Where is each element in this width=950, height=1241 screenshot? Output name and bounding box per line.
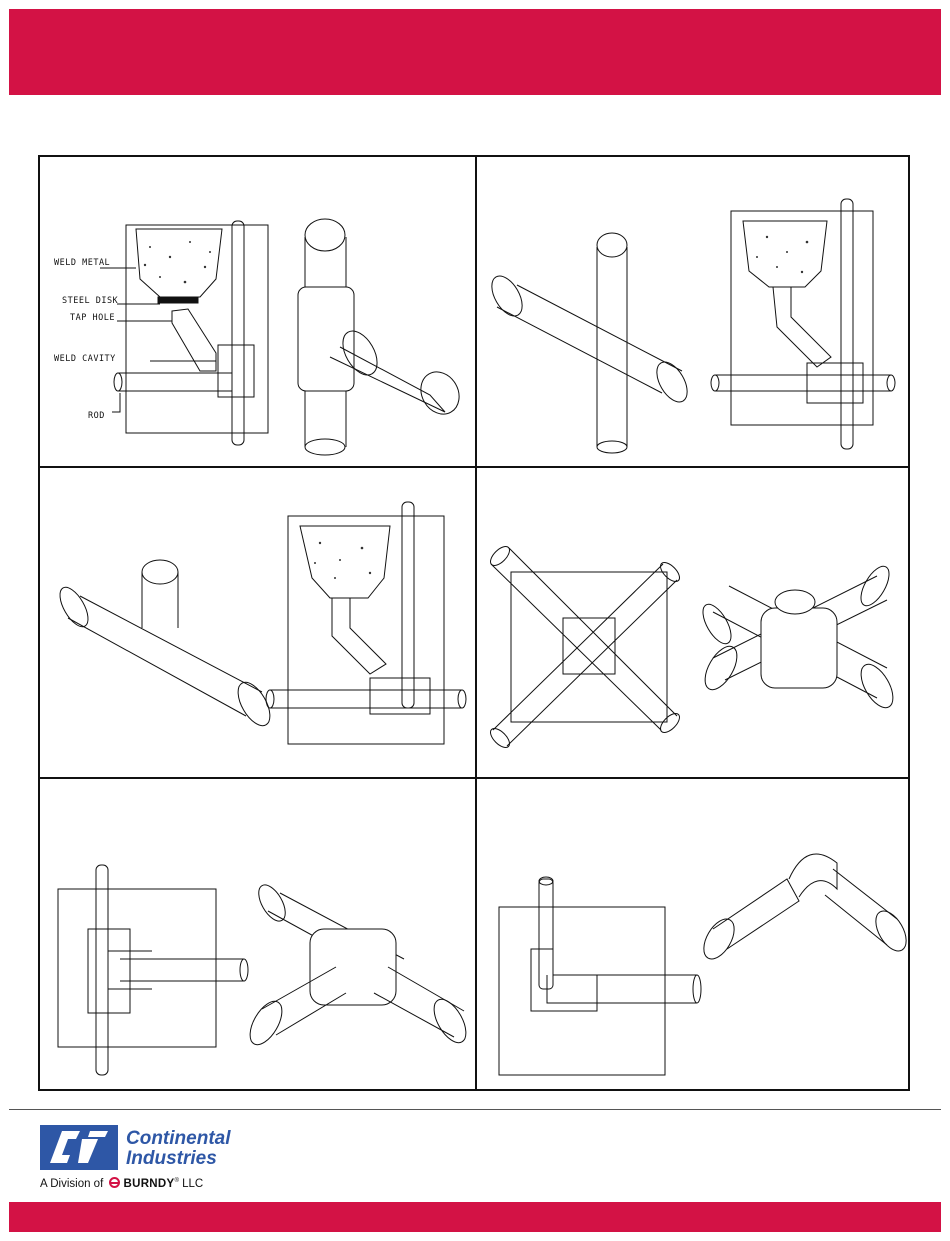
tee-mold-cross-section-figure: WELD METAL STEEL DISK TAP HOLE WELD CAVI… — [40, 157, 475, 466]
steel-disk-label: STEEL DISK — [62, 296, 119, 306]
through-tee-figure — [477, 157, 910, 466]
division-prefix: A Division of — [40, 1178, 103, 1190]
burndy-icon — [109, 1177, 120, 1188]
rod-label: ROD — [88, 411, 105, 421]
division-company: BURNDY — [123, 1178, 174, 1190]
footer-divider — [9, 1109, 941, 1110]
brand-name-line1: Continental — [126, 1129, 231, 1148]
vertical-tee-figure — [40, 468, 475, 777]
ci-logo-mark-icon — [40, 1125, 118, 1170]
continental-industries-logo: Continental Industries A Division of BUR… — [40, 1125, 300, 1195]
brand-name-line2: Industries — [126, 1149, 217, 1168]
tap-hole-label: TAP HOLE — [70, 313, 115, 323]
weld-cavity-label: WELD CAVITY — [54, 354, 116, 364]
cross-connection-figure — [477, 468, 910, 777]
footer-banner — [9, 1202, 941, 1232]
branch-tee-figure — [40, 779, 475, 1089]
division-line: A Division of BURNDY® LLC — [40, 1177, 203, 1190]
division-suffix: LLC — [182, 1178, 203, 1190]
registered-mark: ® — [174, 1178, 178, 1184]
weld-metal-label: WELD METAL — [54, 258, 110, 268]
header-banner — [9, 9, 941, 95]
elbow-connection-figure — [477, 779, 910, 1089]
